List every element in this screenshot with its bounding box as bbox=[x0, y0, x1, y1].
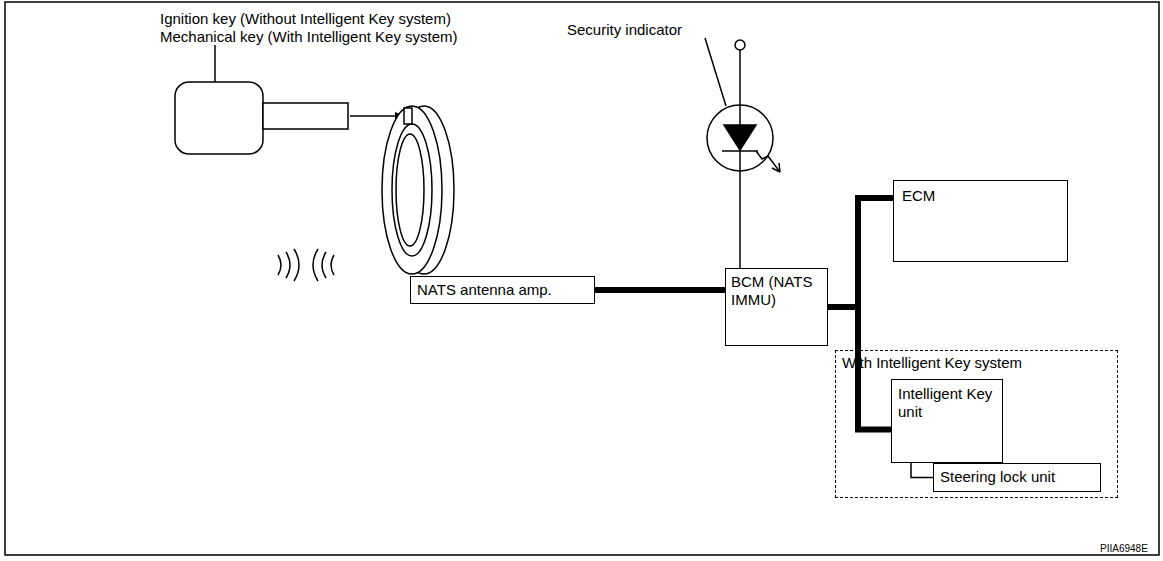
radio-waves bbox=[278, 249, 334, 281]
communication-line bbox=[595, 287, 725, 293]
part-label: Security indicator bbox=[567, 21, 682, 39]
ecm-box: ECM bbox=[893, 180, 1068, 262]
antenna-amp-box: NATS antenna amp. bbox=[410, 276, 595, 304]
wire bbox=[911, 463, 933, 478]
node-text: With Intelligent Key system bbox=[842, 354, 1111, 372]
communication-line bbox=[828, 198, 893, 307]
figure-code: PIIA6948E bbox=[1100, 540, 1148, 558]
node-text: Intelligent Key unit bbox=[898, 385, 996, 421]
part-label: Ignition key (Without Intelligent Key sy… bbox=[160, 10, 451, 28]
node-text: Steering lock unit bbox=[940, 468, 1094, 486]
node-text: BCM (NATS IMMU) bbox=[731, 273, 822, 309]
security-indicator-led bbox=[705, 38, 780, 268]
steering-lock-box: Steering lock unit bbox=[933, 463, 1101, 492]
key-illustration bbox=[175, 45, 404, 154]
bcm-box: BCM (NATS IMMU) bbox=[725, 268, 828, 346]
intelligent-key-region: With Intelligent Key systemIntelligent K… bbox=[835, 350, 1118, 498]
antenna-ring bbox=[382, 106, 454, 274]
node-text: ECM bbox=[902, 187, 1059, 205]
part-label: Mechanical key (With Intelligent Key sys… bbox=[160, 28, 458, 46]
intelligent-key-unit-box: Intelligent Key unit bbox=[891, 379, 1003, 463]
frame bbox=[5, 2, 1159, 555]
node-text: NATS antenna amp. bbox=[417, 281, 588, 299]
